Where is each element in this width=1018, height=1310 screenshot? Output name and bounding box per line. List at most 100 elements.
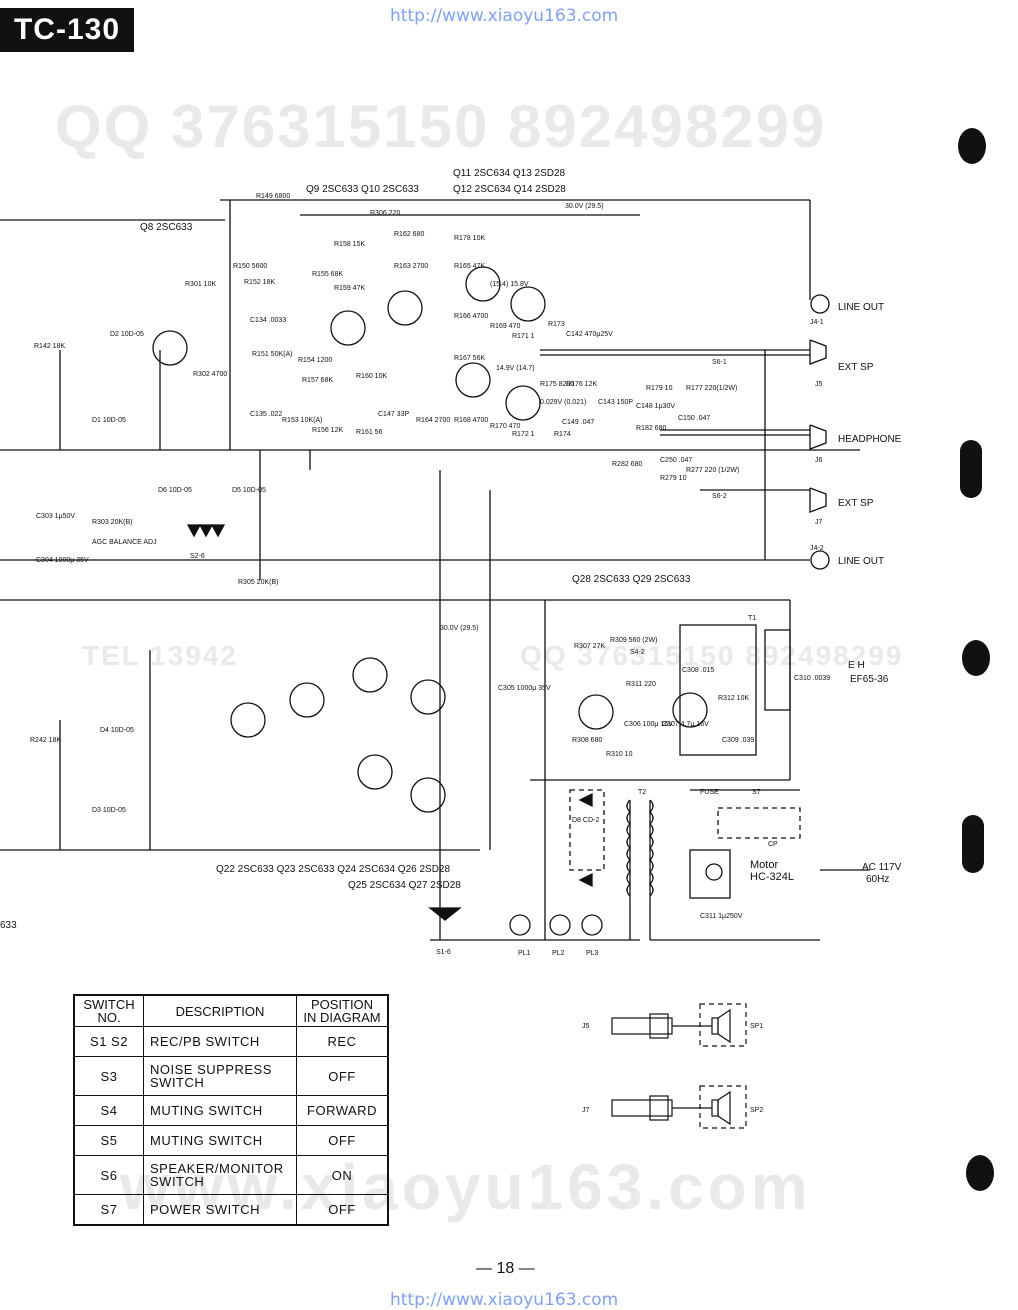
switch-pos: FORWARD xyxy=(296,1095,389,1126)
motor-label: Motor xyxy=(750,859,778,871)
r164-label: R164 2700 xyxy=(416,417,450,424)
switch-no: S7 xyxy=(73,1194,144,1226)
motor-model-label: HC-324L xyxy=(750,871,794,883)
q8-label: Q8 2SC633 xyxy=(140,222,193,233)
r173-label: R173 xyxy=(548,321,565,328)
switch-pos: REC xyxy=(296,1026,389,1057)
r154-label: R154 1200 xyxy=(298,357,332,364)
s6-2-label: S6-2 xyxy=(712,493,727,500)
r309-label: R309 560 (2W) xyxy=(610,637,657,644)
switch-pos: OFF xyxy=(296,1194,389,1226)
url-bottom[interactable]: http://www.xiaoyu163.com xyxy=(390,1290,619,1310)
r177-label: R177 220(1/2W) xyxy=(686,385,737,392)
r152-label: R152 18K xyxy=(244,279,275,286)
c135-label: C135 .022 xyxy=(250,411,282,418)
q25-q27-label: Q25 2SC634 Q27 2SD28 xyxy=(348,880,461,891)
switch-desc: SPEAKER/MONITOR SWITCH xyxy=(143,1155,297,1195)
jack-j7-label: J7 xyxy=(582,1107,590,1114)
switch-pos: OFF xyxy=(296,1125,389,1156)
j4-2-label: J4-2 xyxy=(810,545,824,552)
s1-6-label: S1-6 xyxy=(436,949,451,956)
r312-label: R312 10K xyxy=(718,695,749,702)
switch-desc: MUTING SWITCH xyxy=(143,1095,297,1126)
fuse-label: FUSE xyxy=(700,789,719,796)
pl2-label: PL2 xyxy=(552,950,565,957)
switch-desc: MUTING SWITCH xyxy=(143,1125,297,1156)
r165-label: R165 47K xyxy=(454,263,485,270)
ext-sp-1-label: EXT SP xyxy=(838,362,874,373)
r149-label: R149 6800 xyxy=(256,193,290,200)
r151-label: R151 50K(A) xyxy=(252,351,292,358)
r163-label: R163 2700 xyxy=(394,263,428,270)
page-number: — 18 — xyxy=(476,1260,535,1277)
r161-label: R161 56 xyxy=(356,429,383,436)
agc-label: AGC BALANCE ADJ xyxy=(92,539,157,546)
r142-label: R142 18K xyxy=(34,343,65,350)
r308-label: R308 680 xyxy=(572,737,602,744)
t1-label: T1 xyxy=(748,615,756,622)
model-badge: TC-130 xyxy=(0,8,134,52)
c311-label: C311 1μ250V xyxy=(700,913,743,920)
switch-desc: NOISE SUPPRESS SWITCH xyxy=(143,1056,297,1096)
ext-sp-2-label: EXT SP xyxy=(838,498,874,509)
r307-label: R307 27K xyxy=(574,643,605,650)
r305-label: R305 20K(B) xyxy=(238,579,278,586)
r303-label: R303 20K(B) xyxy=(92,519,132,526)
t2-label: T2 xyxy=(638,789,646,796)
line-out-2-label: LINE OUT xyxy=(838,556,884,567)
r170-label: R170 470 xyxy=(490,423,520,430)
c308-label: C308 .015 xyxy=(682,667,714,674)
th-switch-no: SWITCH NO. xyxy=(73,994,144,1027)
r310-label: R310 10 xyxy=(606,751,633,758)
c304-label: C304 1000μ 35V xyxy=(36,557,89,564)
v30-label: 30.0V (29.5) xyxy=(565,203,604,210)
r311-label: R311 220 xyxy=(626,681,656,688)
switch-no: S4 xyxy=(73,1095,144,1126)
table-row: S6 SPEAKER/MONITOR SWITCH ON xyxy=(73,1155,389,1195)
switch-desc: POWER SWITCH xyxy=(143,1194,297,1226)
amplifier-schematic: Q11 2SC634 Q13 2SD28 Q12 2SC634 Q14 2SD2… xyxy=(0,168,902,957)
d2-label: D2 10D-05 xyxy=(110,331,144,338)
r171-label: R171 1 xyxy=(512,333,535,340)
j4-1-label: J4-1 xyxy=(810,319,824,326)
r277-label: R277 220 (1/2W) xyxy=(686,467,739,474)
headphone-label: HEADPHONE xyxy=(838,434,902,445)
r174-label: R174 xyxy=(554,431,571,438)
r182-label: R182 680 xyxy=(636,425,666,432)
sp2-label: SP2 xyxy=(750,1107,763,1114)
url-top[interactable]: http://www.xiaoyu163.com xyxy=(390,6,619,26)
switch-no: S6 xyxy=(73,1155,144,1195)
sp1-label: SP1 xyxy=(750,1023,763,1030)
left-633-label: 633 xyxy=(0,920,17,931)
table-row: S1 S2 REC/PB SWITCH REC xyxy=(73,1026,389,1057)
switch-no: S1 S2 xyxy=(73,1026,144,1057)
table-row: S3 NOISE SUPPRESS SWITCH OFF xyxy=(73,1056,389,1096)
r166-label: R166 4700 xyxy=(454,313,488,320)
v029-label: 0.029V (0.021) xyxy=(540,399,586,406)
r153-label: R153 10K(A) xyxy=(282,417,322,424)
d1-label: D1 10D-05 xyxy=(92,417,126,424)
r167-label: R167 56K xyxy=(454,355,485,362)
hz-label: 60Hz xyxy=(866,874,889,885)
c149-label: C149 .047 xyxy=(562,419,594,426)
c310-label: C310 .0039 xyxy=(794,675,830,682)
c307-label: C307 4.7μ 16V xyxy=(662,721,709,728)
v152-label: (15.4) 15.8V xyxy=(490,281,529,288)
r301-label: R301 10K xyxy=(185,281,216,288)
r160-label: R160 10K xyxy=(356,373,387,380)
jack-j5-label: J5 xyxy=(582,1023,590,1030)
r157-label: R157 68K xyxy=(302,377,333,384)
switch-pos: ON xyxy=(296,1155,389,1195)
j5-label: J5 xyxy=(815,381,823,388)
c134-label: C134 .0033 xyxy=(250,317,286,324)
switch-table: SWITCH NO. DESCRIPTION POSITION IN DIAGR… xyxy=(73,994,389,1226)
r306-label: R306 220 xyxy=(370,210,400,217)
c306-label: C306 100μ 16V xyxy=(624,721,673,728)
s4-2-label: S4-2 xyxy=(630,649,645,656)
r176-label: R176 12K xyxy=(566,381,597,388)
c143-label: C143 150P xyxy=(598,399,633,406)
binder-slot xyxy=(962,815,984,873)
r168-label: R168 4700 xyxy=(454,417,488,424)
switch-desc: REC/PB SWITCH xyxy=(143,1026,297,1057)
c148-label: C148 1μ30V xyxy=(636,403,675,410)
